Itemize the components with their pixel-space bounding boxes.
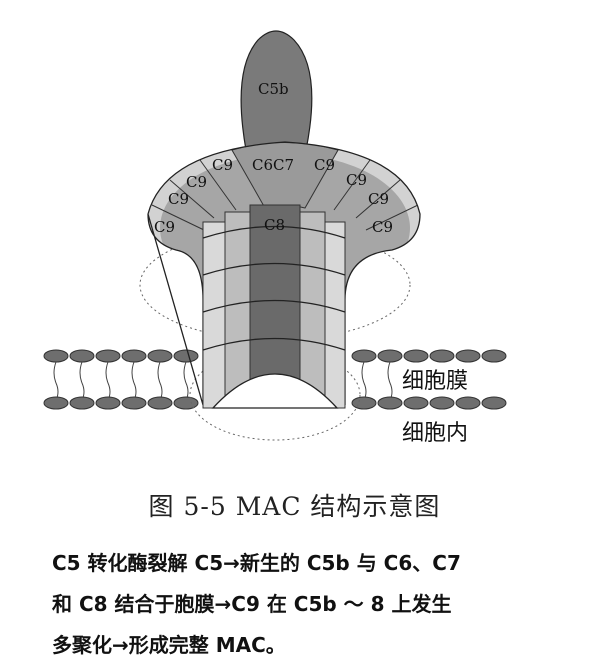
label-c9-right-3: C9	[368, 190, 389, 208]
label-c9-right-2: C9	[346, 171, 367, 189]
label-c8: C8	[264, 216, 285, 234]
description-line-1: C5 转化酶裂解 C5→新生的 C5b 与 C6、C7	[52, 543, 582, 584]
label-c9-left-1: C9	[212, 156, 233, 174]
mac-structure-diagram: C5b C6C7 C8 C9 C9 C9 C9 C9 C9 C9 C9 细胞膜 …	[0, 0, 589, 470]
label-c5b: C5b	[258, 80, 289, 98]
label-intracellular: 细胞内	[402, 421, 468, 446]
description-line-2: 和 C8 结合于胞膜→C9 在 C5b ～ 8 上发生	[52, 584, 582, 625]
label-c9-left-4: C9	[154, 218, 175, 236]
label-c6c7: C6C7	[252, 156, 294, 174]
figure-description: C5 转化酶裂解 C5→新生的 C5b 与 C6、C7 和 C8 结合于胞膜→C…	[52, 543, 582, 666]
label-c9-left-2: C9	[186, 173, 207, 191]
label-membrane: 细胞膜	[402, 369, 468, 394]
label-c9-left-3: C9	[168, 190, 189, 208]
label-c9-right-1: C9	[314, 156, 335, 174]
description-line-3: 多聚化→形成完整 MAC。	[52, 625, 582, 666]
label-c9-right-4: C9	[372, 218, 393, 236]
figure-caption: 图 5-5 MAC 结构示意图	[0, 487, 589, 523]
